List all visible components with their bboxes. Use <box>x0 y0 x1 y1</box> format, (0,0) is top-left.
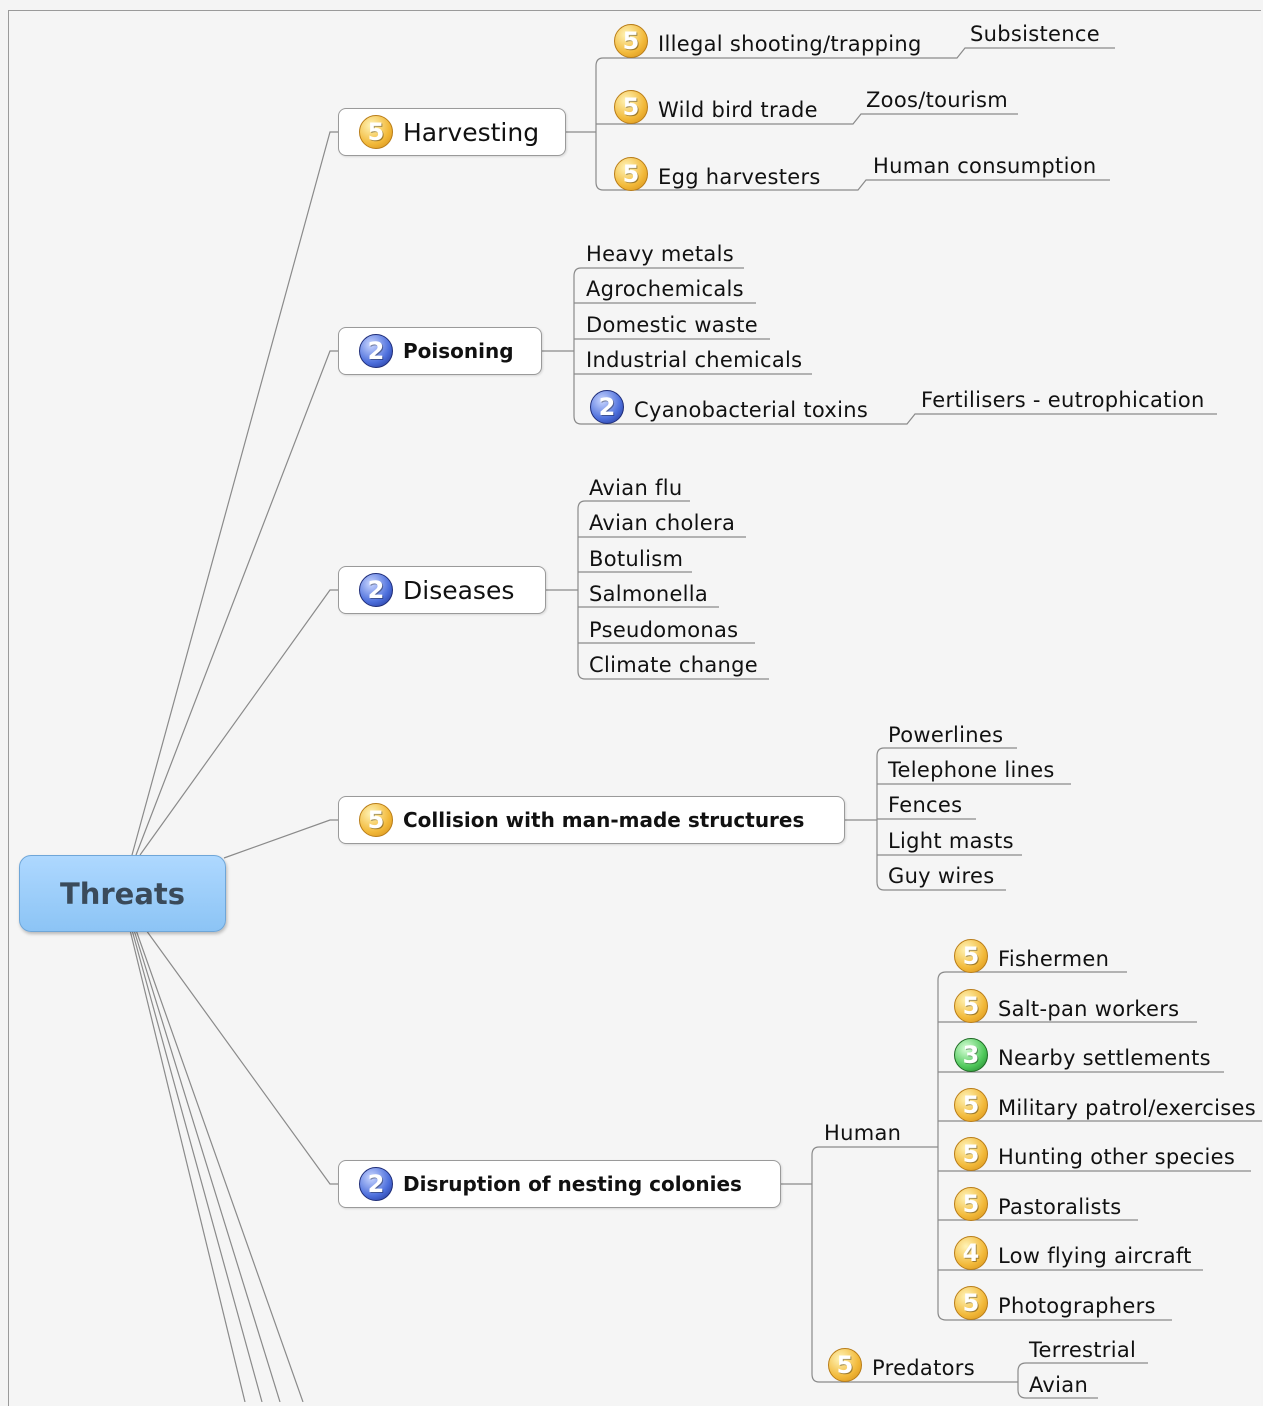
leaf-hunting-other-species[interactable]: 5 Hunting other species <box>954 1135 1235 1171</box>
topic-label: Collision with man-made structures <box>403 808 805 832</box>
leaf-light-masts[interactable]: Light masts <box>888 829 1014 853</box>
subtopic-label: Cyanobacterial toxins <box>634 398 869 422</box>
leaf-telephone-lines[interactable]: Telephone lines <box>888 758 1055 782</box>
subtopic-wild-bird-trade[interactable]: 5 Wild bird trade <box>614 88 818 124</box>
subtopic-egg-harvesters[interactable]: 5 Egg harvesters <box>614 155 821 191</box>
priority-4-icon: 4 <box>954 1236 988 1270</box>
priority-5-icon: 5 <box>954 1088 988 1122</box>
leaf-powerlines[interactable]: Powerlines <box>888 723 1004 747</box>
leaf-salt-pan-workers[interactable]: 5 Salt-pan workers <box>954 987 1179 1023</box>
subtopic-label: Egg harvesters <box>658 165 821 189</box>
leaf-climate-change[interactable]: Climate change <box>589 653 758 677</box>
leaf-fences[interactable]: Fences <box>888 793 963 817</box>
leaf-avian-flu[interactable]: Avian flu <box>589 476 683 500</box>
leaf-salmonella[interactable]: Salmonella <box>589 582 709 606</box>
leaf-guy-wires[interactable]: Guy wires <box>888 864 995 888</box>
priority-5-icon: 5 <box>954 939 988 973</box>
root-label: Threats <box>59 876 186 911</box>
leaf-avian-cholera[interactable]: Avian cholera <box>589 511 736 535</box>
leaf-pastoralists[interactable]: 5 Pastoralists <box>954 1185 1122 1221</box>
topic-poisoning[interactable]: 2 Poisoning <box>338 327 542 375</box>
priority-5-icon: 5 <box>614 157 648 191</box>
topic-label: Harvesting <box>403 117 540 147</box>
leaf-low-flying-aircraft[interactable]: 4 Low flying aircraft <box>954 1234 1192 1270</box>
priority-3-icon: 3 <box>954 1038 988 1072</box>
leaf-heavy-metals[interactable]: Heavy metals <box>586 242 734 266</box>
subtopic-illegal-shooting[interactable]: 5 Illegal shooting/trapping <box>614 22 922 58</box>
priority-5-icon: 5 <box>828 1348 862 1382</box>
leaf-agrochemicals[interactable]: Agrochemicals <box>586 277 744 301</box>
topic-label: Diseases <box>403 575 515 605</box>
priority-5-icon: 5 <box>954 989 988 1023</box>
priority-5-icon: 5 <box>954 1187 988 1221</box>
subtopic-cyanobacterial-toxins[interactable]: 2 Cyanobacterial toxins <box>590 388 869 424</box>
leaf-military-patrol[interactable]: 5 Military patrol/exercises <box>954 1086 1256 1122</box>
priority-2-icon: 2 <box>590 390 624 424</box>
leaf-fishermen[interactable]: 5 Fishermen <box>954 937 1109 973</box>
root-topic-threats[interactable]: Threats <box>19 855 226 932</box>
subtopic-label: Wild bird trade <box>658 98 818 122</box>
leaf-pseudomonas[interactable]: Pseudomonas <box>589 618 739 642</box>
leaf-avian[interactable]: Avian <box>1029 1373 1089 1397</box>
leaf-subsistence[interactable]: Subsistence <box>970 22 1100 46</box>
subtopic-predators[interactable]: 5 Predators <box>828 1346 975 1382</box>
leaf-human-consumption[interactable]: Human consumption <box>873 154 1097 178</box>
priority-5-icon: 5 <box>359 803 393 837</box>
subtopic-label: Illegal shooting/trapping <box>658 32 922 56</box>
topic-harvesting[interactable]: 5 Harvesting <box>338 108 566 156</box>
priority-5-icon: 5 <box>614 90 648 124</box>
priority-2-icon: 2 <box>359 334 393 368</box>
priority-5-icon: 5 <box>614 24 648 58</box>
topic-diseases[interactable]: 2 Diseases <box>338 566 546 614</box>
leaf-botulism[interactable]: Botulism <box>589 547 684 571</box>
topic-collision[interactable]: 5 Collision with man-made structures <box>338 796 845 844</box>
priority-5-icon: 5 <box>954 1286 988 1320</box>
priority-2-icon: 2 <box>359 573 393 607</box>
subtopic-human[interactable]: Human <box>824 1121 902 1145</box>
leaf-fertilisers-eutrophication[interactable]: Fertilisers - eutrophication <box>921 388 1205 412</box>
leaf-photographers[interactable]: 5 Photographers <box>954 1284 1156 1320</box>
leaf-terrestrial[interactable]: Terrestrial <box>1029 1338 1137 1362</box>
leaf-industrial-chemicals[interactable]: Industrial chemicals <box>586 348 803 372</box>
topic-disruption[interactable]: 2 Disruption of nesting colonies <box>338 1160 781 1208</box>
topic-label: Disruption of nesting colonies <box>403 1172 742 1196</box>
priority-2-icon: 2 <box>359 1167 393 1201</box>
topic-label: Poisoning <box>403 339 514 363</box>
leaf-domestic-waste[interactable]: Domestic waste <box>586 313 758 337</box>
leaf-nearby-settlements[interactable]: 3 Nearby settlements <box>954 1036 1211 1072</box>
priority-5-icon: 5 <box>954 1137 988 1171</box>
leaf-zoos-tourism[interactable]: Zoos/tourism <box>866 88 1008 112</box>
priority-5-icon: 5 <box>359 115 393 149</box>
